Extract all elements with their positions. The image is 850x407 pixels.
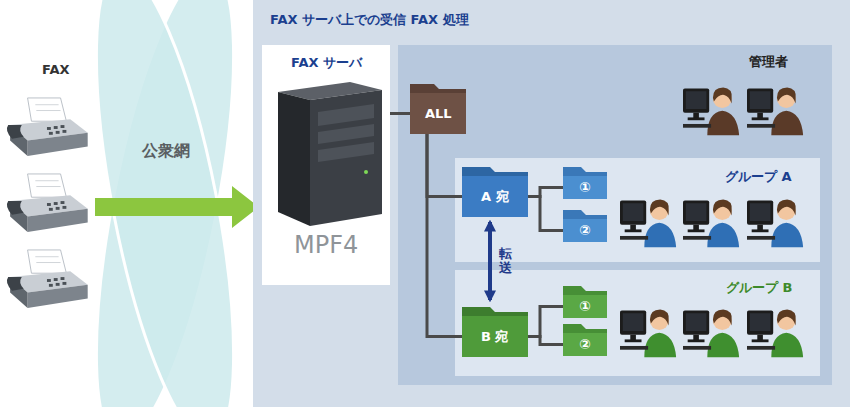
folder-label: ① (579, 179, 591, 196)
drawing-part (410, 93, 466, 134)
drawing-part (462, 176, 528, 217)
role-label: 管理者 (749, 54, 788, 70)
drawing-part (563, 167, 607, 199)
box-heading: グループ A (725, 169, 792, 185)
drawing-part (563, 176, 607, 199)
user-figure (620, 199, 676, 247)
product-logo: MPF4 (294, 231, 358, 260)
folder: ② (563, 208, 607, 242)
user-figure (620, 309, 676, 357)
box-heading: グループ B (726, 280, 792, 296)
edge-label: 転送 (499, 247, 512, 276)
user-figure (747, 309, 803, 357)
drawing-part (563, 286, 607, 318)
tree-line (528, 337, 563, 345)
folder-label: B 宛 (481, 329, 508, 345)
drawing-part (563, 219, 607, 242)
admin-figure (747, 87, 803, 135)
flow-arrow (95, 186, 259, 228)
fax-machine (7, 98, 88, 156)
folder: B 宛 (462, 305, 528, 357)
box-heading: FAX サーバ (291, 55, 362, 71)
drawing-part (318, 142, 374, 162)
box-heading: FAX サーバ上での受信 FAX 処理 (270, 12, 469, 28)
fax-machine (7, 250, 88, 308)
drawing-part (318, 104, 374, 126)
drawing-part (318, 124, 374, 144)
inner-panel (398, 45, 832, 385)
folder: ① (563, 284, 607, 318)
server-tower (278, 82, 382, 226)
fax-machine (7, 174, 88, 232)
network-label: 公衆網 (142, 141, 190, 160)
user-figure (747, 199, 803, 247)
folder-label: ② (579, 222, 591, 239)
drawing-part (563, 333, 607, 356)
drawing-part (462, 307, 528, 357)
network-ellipse (68, 0, 262, 407)
folder: ① (563, 165, 607, 199)
transfer-arrow (488, 222, 492, 300)
drawing-part (364, 170, 368, 174)
folder-label: A 宛 (481, 189, 509, 205)
tree-line (528, 197, 563, 231)
folder-label: ① (579, 298, 591, 315)
outer-panel (253, 0, 850, 407)
drawing-part (462, 167, 528, 217)
user-figure (683, 199, 739, 247)
drawing-part (310, 90, 382, 226)
drawing-part (278, 92, 310, 226)
folder: ② (563, 322, 607, 356)
tree-line (528, 307, 563, 337)
folder-label: ② (579, 336, 591, 353)
group-band: グループ B B 宛 ① ② (455, 270, 820, 376)
user-figure (683, 309, 739, 357)
folder: A 宛 (462, 165, 528, 217)
network-ellipse (68, 0, 262, 407)
drawing-part (462, 316, 528, 357)
folder: ALL (410, 82, 466, 134)
admin-figure (683, 87, 739, 135)
drawing-part (410, 84, 466, 134)
drawing-part (563, 210, 607, 242)
tree-line (427, 134, 462, 197)
tree-line (390, 112, 410, 115)
drawing-part (563, 324, 607, 356)
server-box: FAX サーバ MPF4 (262, 45, 390, 285)
tree-line (427, 134, 462, 337)
device-label: FAX (42, 62, 69, 78)
drawing-part (563, 295, 607, 318)
group-band (455, 270, 820, 376)
folder-label: ALL (425, 106, 452, 122)
server-box (262, 45, 390, 285)
